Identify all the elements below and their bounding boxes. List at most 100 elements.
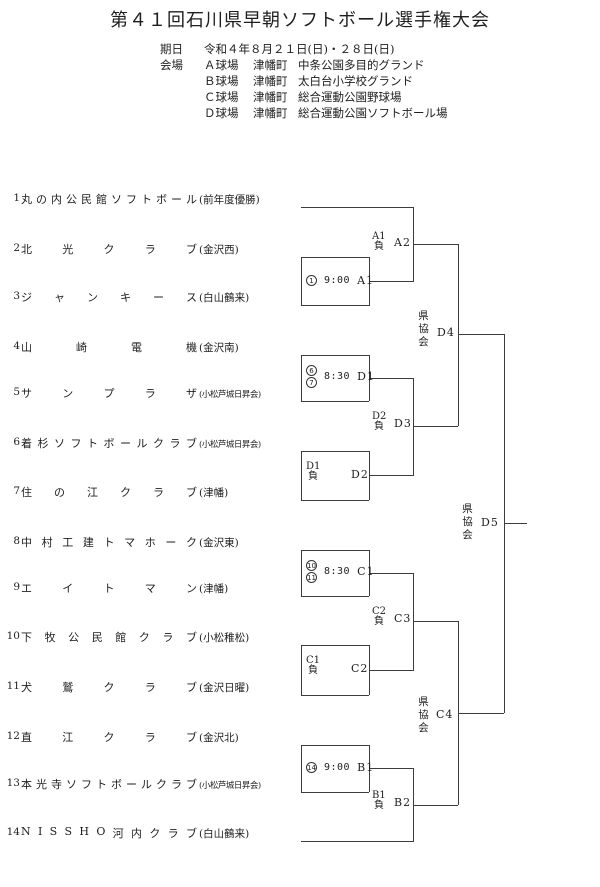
umpire-note-d5: 県協会 [462,503,473,541]
team-affiliation: (金沢南) [199,342,239,354]
bracket-line [301,792,369,793]
bracket-line [458,621,459,805]
bracket-line [458,244,459,426]
bracket-line [369,550,370,596]
game-number-circle: 6 [306,365,317,376]
bracket-line [301,500,369,501]
bracket-line [369,475,414,476]
team-number: 10 [6,630,20,642]
bracket-line [369,281,414,282]
venue-ground: 総合運動公園ソフトボール場 [298,106,448,120]
game-time: 9:00 [324,762,351,773]
venue-town: 津幡町 [253,106,288,120]
team-name: 犬鷲クラブ [21,681,197,694]
game-label-d3: D3 [394,417,412,430]
team-name: 下牧公民館クラブ [21,631,197,644]
bracket-line [413,244,458,245]
team-number: 6 [13,436,20,448]
match-box-d1: 6 7 8:30 D1 [306,365,375,388]
match-box-b1: 14 9:00 B1 [306,761,374,774]
match-box-a1: 1 9:00 A1 [306,274,374,287]
bracket-line [301,550,302,596]
bracket-line [369,257,370,305]
bracket-line [301,257,302,305]
venue-row: Ｃ球場 津幡町 総合運動公園野球場 [160,89,448,105]
team-number: 11 [6,680,20,692]
team-name: 着杉ソフトボールクラブ [21,437,197,450]
bracket-line [301,745,302,792]
bracket-line [301,745,369,746]
team-affiliation: (金沢日曜) [199,682,250,694]
bracket-line [369,645,370,695]
game-number-circle: 14 [306,762,317,773]
team-number: 4 [13,340,20,352]
bracket-line [504,523,527,524]
team-number: 7 [13,485,20,497]
team-name: 北光クラブ [21,243,197,256]
venue-ground: 総合運動公園野球場 [298,90,402,104]
bracket-line [413,378,414,475]
bracket-line [369,378,414,379]
bracket-line [301,305,370,306]
team-number: 1 [13,192,20,204]
bracket-line [301,401,369,402]
page-title: 第４１回石川県早朝ソフトボール選手権大会 [110,10,490,31]
team-affiliation: (白山鶴来) [199,828,250,840]
bracket-line [369,355,370,401]
game-label-c3: C3 [394,612,412,625]
team-number: 14 [6,826,20,838]
team-name: 本光寺ソフトボールクラブ [21,778,197,791]
bracket-line [413,207,414,281]
game-label-c2: C2 [351,662,369,675]
game-time: 9:00 [324,275,351,286]
team-number: 13 [6,777,20,789]
venue-town: 津幡町 [253,58,288,72]
venue-row: Ｂ球場 津幡町 太白台小学校グランド [160,73,448,89]
game-number-circle: 1 [306,275,317,286]
team-affiliation: (金沢北) [199,732,239,744]
venue-label: 会場 [160,58,183,72]
team-number: 3 [13,290,20,302]
venue-field: Ｄ球場 [204,106,239,120]
bracket-line [301,695,369,696]
team-number: 9 [13,581,20,593]
date-value: 令和４年８月２１日(日)・２８日(日) [204,42,395,56]
bracket-line [413,426,458,427]
date-label: 期日 [160,42,183,56]
team-affiliation: (前年度優勝) [199,194,260,206]
venue-ground: 太白台小学校グランド [298,74,413,88]
game-label: C1 [357,565,375,578]
umpire-note-c4: 県協会 [418,696,429,734]
bracket-line [301,645,369,646]
team-name: 山崎電機 [21,341,197,354]
team-affiliation: (津幡) [199,487,229,499]
bracket-line [301,355,369,356]
game-label: A1 [357,274,375,287]
game-label-c4: C4 [436,708,454,721]
bracket-line [413,573,414,670]
event-info: 期日 令和４年８月２１日(日)・２８日(日) 会場 Ａ球場 津幡町 中条公園多目… [160,41,448,121]
game-label: B1 [357,761,375,774]
team-number: 2 [13,242,20,254]
game-number-circle: 11 [306,572,317,583]
team-number: 12 [6,730,20,742]
venue-town: 津幡町 [253,74,288,88]
bracket-line [301,207,413,208]
umpire-note-d4: 県協会 [418,310,429,348]
game-number-circle: 7 [306,377,317,388]
